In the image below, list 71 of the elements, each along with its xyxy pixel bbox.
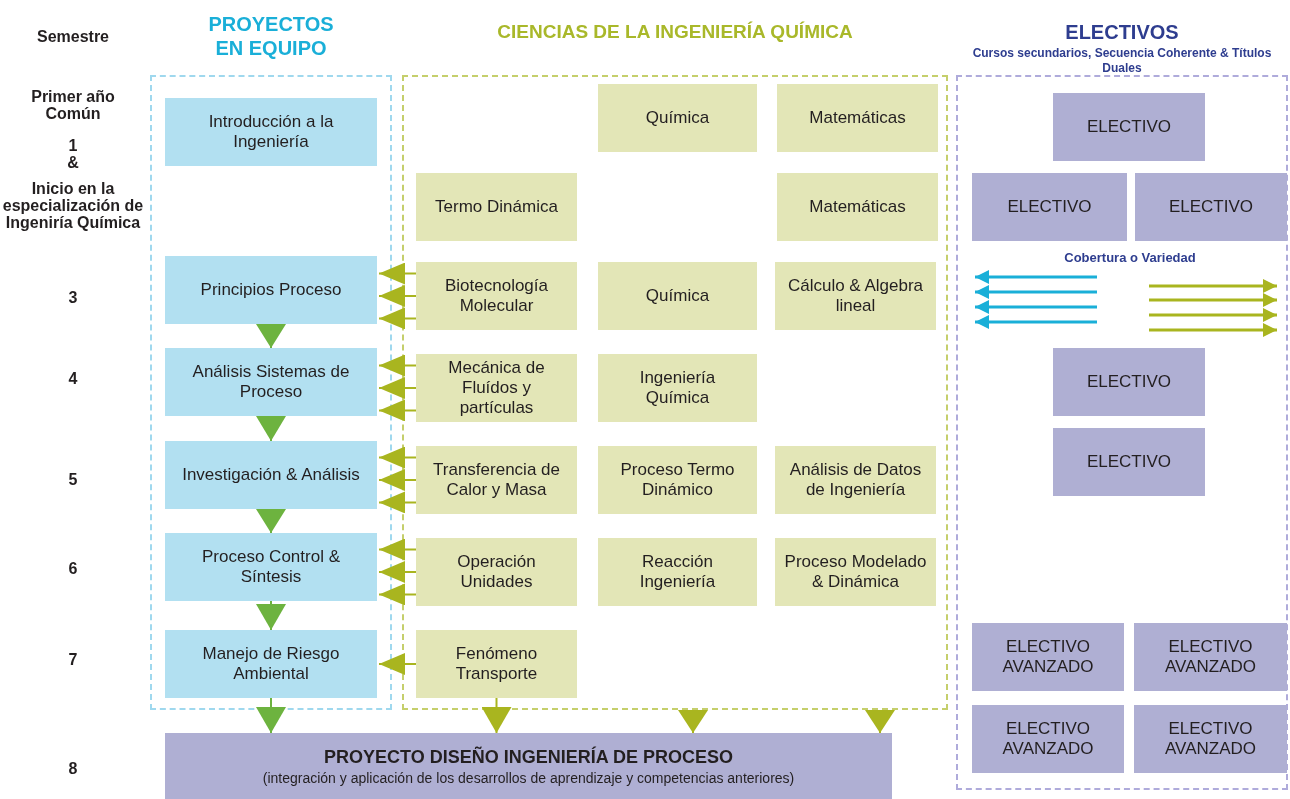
semester-label: 6 [67, 560, 79, 577]
box-subtitle: (integración y aplicación de los desarrollos de aprendizaje y competencias anteriores) [262, 769, 795, 787]
column-heading: CIENCIAS DE LA INGENIERÍA QUÍMICA [496, 20, 854, 43]
semester-label: 1 [67, 137, 79, 154]
arrow [678, 709, 708, 734]
science-course-box: Cálculo & Algebra lineal [775, 262, 936, 330]
arrow [378, 469, 417, 491]
semester-label: 3 [67, 289, 79, 306]
annotation-label: Cobertura o Variedad [1063, 249, 1197, 266]
semester-label: & [66, 154, 80, 171]
arrow [378, 354, 417, 377]
project-course-box: Proceso Control & Síntesis [165, 533, 377, 601]
science-course-box: Matemáticas [777, 173, 938, 241]
arrow [378, 262, 417, 285]
science-course-box: Termo Dinámica [416, 173, 577, 241]
arrow [378, 538, 417, 561]
arrow [378, 446, 417, 469]
project-course-box: Análisis Sistemas de Proceso [165, 348, 377, 416]
capstone-project-box [165, 733, 892, 799]
arrow [378, 307, 417, 330]
arrow [378, 377, 417, 399]
science-course-box: Análisis de Datos de Ingeniería [775, 446, 936, 514]
elective-box: ELECTIVO [1053, 348, 1205, 416]
science-course-box: Biotecnología Molecular [416, 262, 577, 330]
science-course-box: Matemáticas [777, 84, 938, 152]
science-course-box: Química [598, 84, 757, 152]
arrow [378, 399, 417, 422]
arrow [256, 323, 286, 349]
arrow [865, 709, 895, 734]
elective-box: ELECTIVO AVANZADO [1134, 705, 1287, 773]
arrow [378, 561, 417, 583]
project-course-box: Introducción a la Ingeniería [165, 98, 377, 166]
semester-label: 7 [67, 651, 79, 668]
elective-box: ELECTIVO AVANZADO [1134, 623, 1287, 691]
project-course-box: Investigación & Análisis [165, 441, 377, 509]
science-course-box: Proceso Modelado & Dinámica [775, 538, 936, 606]
arrow [256, 697, 286, 734]
elective-box: ELECTIVO AVANZADO [972, 623, 1124, 691]
semester-label: 4 [67, 370, 79, 387]
arrow [378, 285, 417, 307]
arrow [378, 653, 417, 675]
box-title: PROYECTO DISEÑO INGENIERÍA DE PROCESO [323, 745, 734, 769]
science-course-box: Ingeniería Química [598, 354, 757, 422]
semester-label: 5 [67, 471, 79, 488]
science-course-box: Mecánica de Fluídos y partículas [416, 354, 577, 422]
science-course-box: Operación Unidades [416, 538, 577, 606]
science-course-box: Química [598, 262, 757, 330]
column-heading: ELECTIVOS [1064, 20, 1180, 44]
arrow [256, 508, 286, 534]
elective-box: ELECTIVO [1053, 428, 1205, 496]
arrow [481, 697, 512, 734]
semester-label: Primer año Común [30, 88, 116, 122]
science-course-box: Transferencia de Calor y Masa [416, 446, 577, 514]
project-course-box: Principios Proceso [165, 256, 377, 324]
semester-label: Inicio en la especialización de Ingeniría Química [1, 180, 145, 231]
column-subheading: Cursos secundarios, Secuencia Coherente & Títulos Duales [971, 46, 1273, 76]
semester-label: Semestre [35, 28, 110, 45]
science-course-box: Fenómeno Transporte [416, 630, 577, 698]
arrow [378, 583, 417, 606]
science-course-box: Reacción Ingeniería [598, 538, 757, 606]
arrow [256, 415, 286, 442]
elective-box: ELECTIVO AVANZADO [972, 705, 1124, 773]
semester-label: 8 [67, 760, 79, 777]
elective-box: ELECTIVO [1135, 173, 1287, 241]
column-heading: PROYECTOS EN EQUIPO [207, 12, 335, 60]
project-course-box: Manejo de Riesgo Ambiental [165, 630, 377, 698]
science-course-box: Proceso Termo Dinámico [598, 446, 757, 514]
arrow [378, 491, 417, 514]
elective-box: ELECTIVO [1053, 93, 1205, 161]
elective-box: ELECTIVO [972, 173, 1127, 241]
arrow [256, 600, 286, 631]
